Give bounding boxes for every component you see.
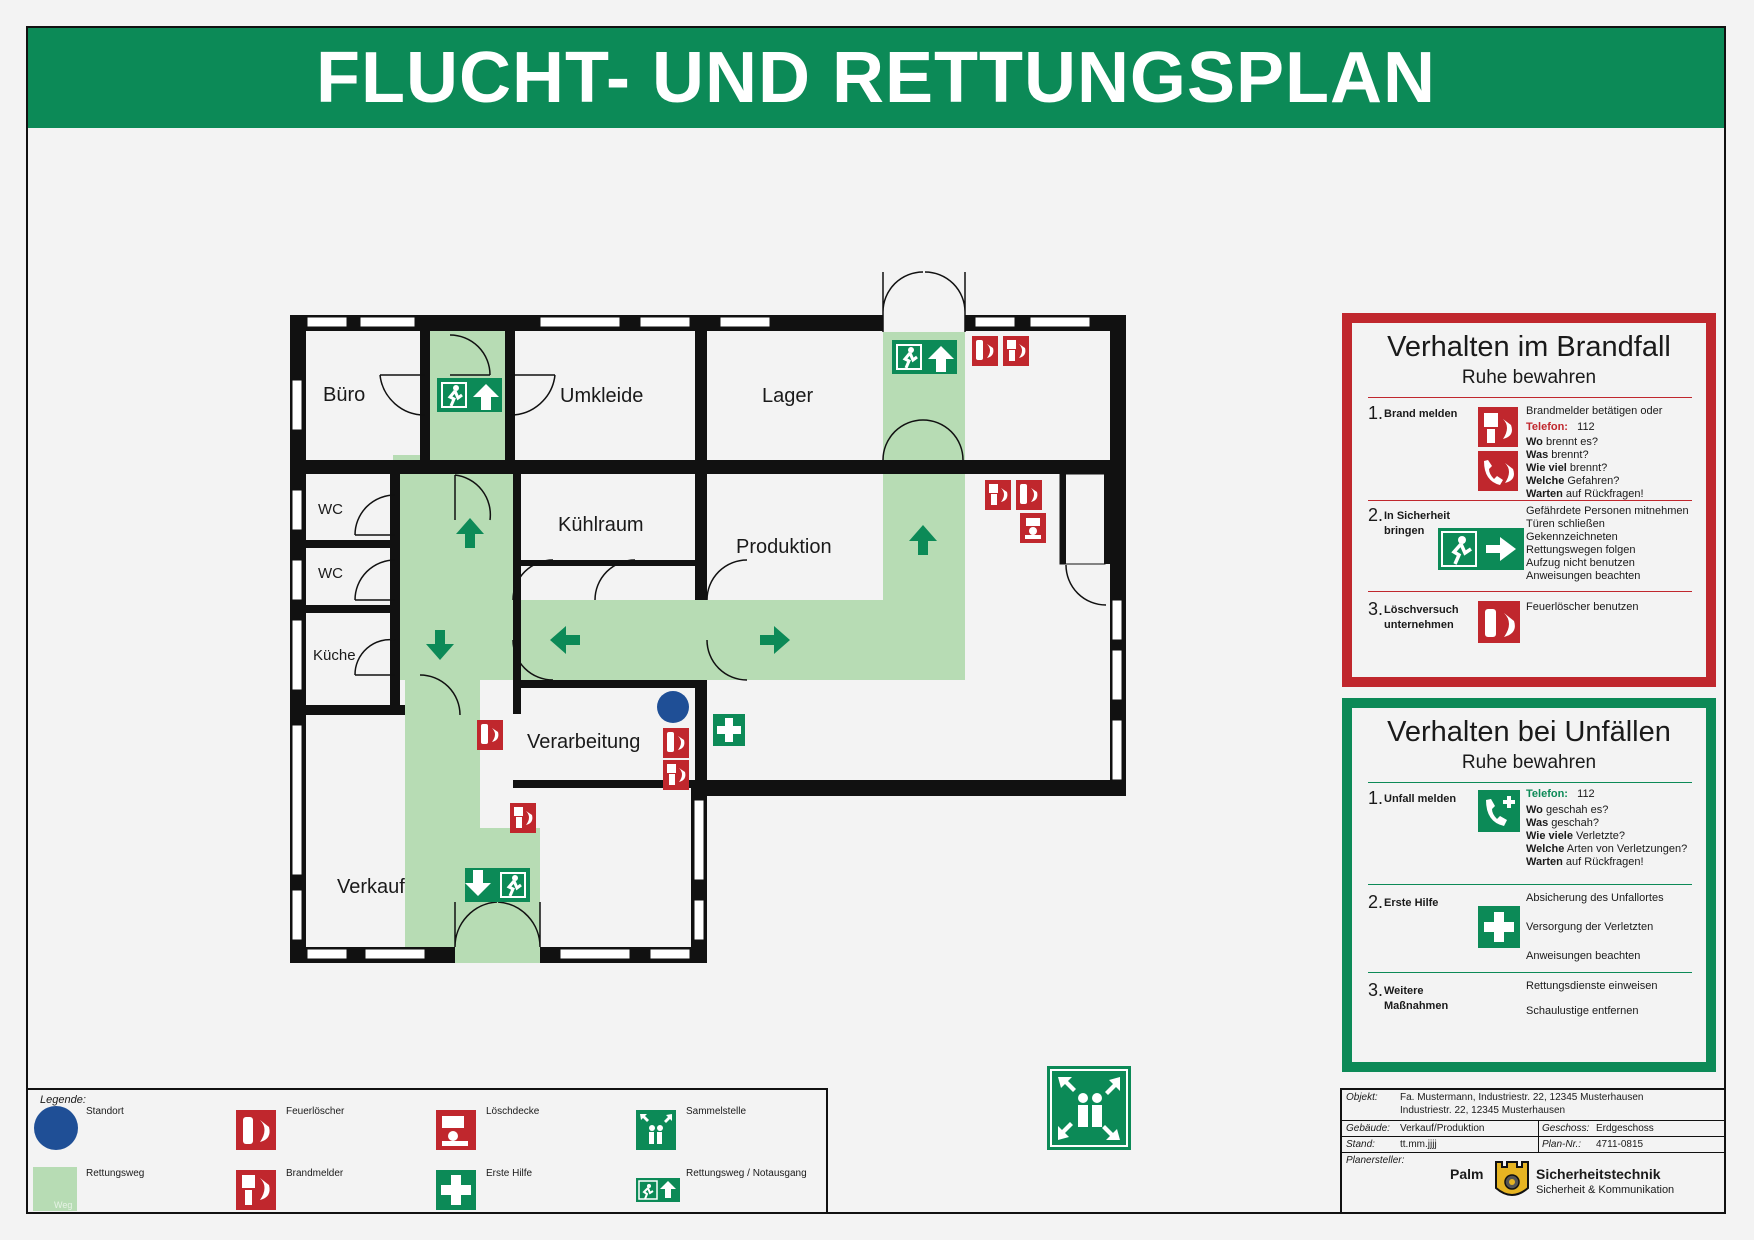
objekt-line2: Industriestr. 22, 12345 Musterhausen xyxy=(1400,1105,1566,1116)
brand-claim: Sicherheit & Kommunikation xyxy=(1536,1184,1675,1196)
legend-sammelstelle: Sammelstelle xyxy=(686,1106,747,1117)
title-banner: FLUCHT- UND RETTUNGSPLAN xyxy=(28,28,1724,128)
extinguisher-icon xyxy=(1478,601,1520,643)
title-block: Objekt: Fa. Mustermann, Industriestr. 22… xyxy=(1340,1088,1726,1214)
room-lager: Lager xyxy=(762,385,813,407)
room-kueche: Küche xyxy=(313,647,356,664)
room-verkauf: Verkauf xyxy=(337,876,405,898)
brand-step2-num: 2. xyxy=(1368,505,1384,525)
legend-route-swatch xyxy=(33,1167,77,1211)
legend-exit-icon xyxy=(636,1178,680,1202)
objekt-label: Objekt: xyxy=(1346,1092,1378,1103)
legend-erste-hilfe: Erste Hilfe xyxy=(486,1168,533,1179)
unfaelle-title: Verhalten bei Unfällen xyxy=(1387,716,1671,748)
plan-nr-label: Plan-Nr.: xyxy=(1542,1139,1582,1150)
direction-arrows xyxy=(426,518,937,660)
planersteller-label: Planersteller: xyxy=(1346,1155,1405,1166)
stand-label: Stand: xyxy=(1346,1139,1375,1150)
unfall-step3-text: Rettungsdienste einweisen Schaulustige e… xyxy=(1526,980,1658,1017)
unfall-step1-text: Telefon: 112 Wo geschah es? Was geschah?… xyxy=(1526,788,1688,868)
brand-step1-icons xyxy=(1478,407,1518,491)
legend-notausgang: Rettungsweg / Notausgang xyxy=(686,1168,807,1179)
room-kuehlraum: Kühlraum xyxy=(558,514,644,536)
exit-right-sign xyxy=(1438,528,1524,570)
legend-loeschdecke: Löschdecke xyxy=(486,1106,540,1117)
exit-sign-top xyxy=(437,378,502,412)
legend-route-swatch-label: Weg xyxy=(54,1200,73,1210)
brandfall-title: Verhalten im Brandfall xyxy=(1387,331,1671,363)
brand-step1-text: Brandmelder betätigen oder Telefon: 112 … xyxy=(1526,405,1663,500)
escape-route xyxy=(393,330,965,948)
room-umkleide: Umkleide xyxy=(560,385,643,407)
legend-feuerloescher: Feuerlöscher xyxy=(286,1106,345,1117)
brand-step1-num: 1. xyxy=(1368,403,1384,423)
brand-step1-label: Brand melden xyxy=(1384,408,1458,420)
room-buero: Büro xyxy=(323,384,365,406)
emergency-phone-icon xyxy=(1478,790,1520,832)
unfall-step2-text: Absicherung des Unfallortes Versorgung d… xyxy=(1526,892,1664,962)
legend-brandmelder: Brandmelder xyxy=(286,1168,344,1179)
palm-logo-icon xyxy=(1495,1161,1529,1196)
unfall-step1-num: 1. xyxy=(1368,788,1384,808)
plan-nr-value: 4711-0815 xyxy=(1596,1139,1644,1150)
assembly-point-sign xyxy=(1047,1066,1131,1150)
geschoss-label: Geschoss: xyxy=(1542,1123,1590,1134)
legend-extinguisher-icon xyxy=(236,1110,276,1150)
unfaelle-panel: Verhalten bei Unfällen Ruhe bewahren 1. … xyxy=(1342,698,1716,1072)
first-aid-sign xyxy=(713,714,745,746)
gebaeude-value: Verkauf/Produktion xyxy=(1400,1123,1485,1134)
brand-step2-text: Gefährdete Personen mitnehmen Türen schl… xyxy=(1526,505,1689,582)
legend-blanket-icon xyxy=(436,1110,476,1150)
page-title: FLUCHT- UND RETTUNGSPLAN xyxy=(316,38,1436,118)
room-produktion: Produktion xyxy=(736,536,832,558)
room-verarbeitung: Verarbeitung xyxy=(527,731,640,753)
brand-palm: Palm xyxy=(1450,1166,1484,1182)
objekt-line1: Fa. Mustermann, Industriestr. 22, 12345 … xyxy=(1400,1092,1644,1103)
brand-sicherheitstechnik: Sicherheitstechnik xyxy=(1536,1166,1661,1182)
exit-sign-verkauf xyxy=(465,868,530,902)
first-aid-icon xyxy=(1478,906,1520,948)
unfaelle-subtitle: Ruhe bewahren xyxy=(1461,752,1597,773)
geschoss-value: Erdgeschoss xyxy=(1596,1123,1654,1134)
legend-first-aid-icon xyxy=(436,1170,476,1210)
brandfall-subtitle: Ruhe bewahren xyxy=(1461,367,1597,388)
brand-step3-text: Feuerlöscher benutzen xyxy=(1526,601,1639,613)
brand-step3-num: 3. xyxy=(1368,599,1384,619)
doors xyxy=(354,271,1107,948)
gebaeude-label: Gebäude: xyxy=(1346,1123,1390,1134)
brandfall-panel: Verhalten im Brandfall Ruhe bewahren 1. … xyxy=(1342,313,1716,687)
room-wc-2: WC xyxy=(318,565,343,582)
legend-title: Legende: xyxy=(40,1094,86,1106)
legend-standort: Standort xyxy=(86,1106,124,1117)
legend-assembly-icon xyxy=(636,1110,676,1150)
stand-value: tt.mm.jjjj xyxy=(1400,1139,1437,1150)
exit-sign-lager xyxy=(892,340,957,374)
legend-rettungsweg: Rettungsweg xyxy=(86,1168,145,1179)
standort-marker xyxy=(657,691,689,723)
legend-alarm-icon xyxy=(236,1170,276,1210)
unfall-step3-num: 3. xyxy=(1368,980,1384,1000)
room-wc-1: WC xyxy=(318,501,343,518)
legend-standort-icon xyxy=(34,1106,78,1150)
unfall-step2-num: 2. xyxy=(1368,892,1384,912)
legend: Legende: Weg Standort Rettungsweg Feuerl… xyxy=(28,1088,828,1214)
unfall-step2-label: Erste Hilfe xyxy=(1384,897,1439,909)
unfall-step1-label: Unfall melden xyxy=(1384,793,1457,805)
